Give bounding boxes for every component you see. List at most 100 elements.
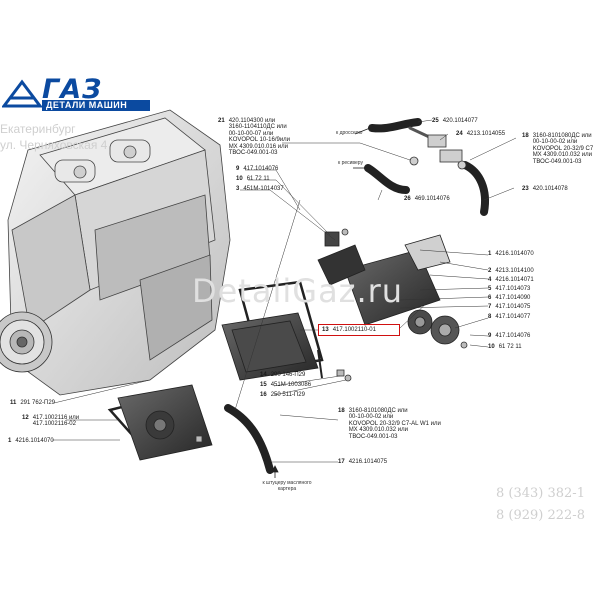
callout-text-line: 417.1014076 [495,333,531,339]
callout-number: 26 [404,196,411,202]
engine-block [7,109,231,396]
callout-number: 1 [488,251,492,257]
callout-number: 9 [488,333,492,339]
logo-subtitle: ДЕТАЛИ МАШИН [46,100,128,110]
callout-number: 12 [22,415,29,421]
callout-text-line: ТВОС-049.001-03 [228,150,278,157]
callout-number: 15 [260,382,267,388]
callout-text-line: 4216.1014075 [348,459,388,465]
callout-text-line: 4213.1014100 [495,268,534,274]
callout-number: 14 [260,372,267,378]
callout-text-line: 417.1014073 [495,286,531,292]
cover-lower [117,384,213,461]
flow-arrows [271,124,377,478]
callout-text-line: 3160-1104110ДС или [228,124,287,131]
callout-number: 4 [488,277,492,283]
callout-number: 11 [10,400,17,406]
callout-number: 24 [456,131,463,137]
callout-text-line: 3160-8101080ДС или [532,133,592,139]
callout-text-line: 4216.1014070 [15,438,54,444]
callout-text-line: 4216.1014071 [495,277,534,283]
logo-text: ГАЗ [42,74,103,105]
callout-number: 7 [488,304,492,310]
callout-number: 2 [488,268,492,274]
callout-number: 17 [338,459,345,465]
highlight-box [318,324,400,336]
hose-lower [224,404,274,474]
callout-number: 18 [522,133,529,139]
watermark-phone-1: 8 (343) 382-1 [496,486,585,501]
callout-text-line: 417.1014076 [243,166,279,172]
callout-text-line: 4213.1014055 [466,131,506,137]
callout-number: 13 [322,327,329,333]
callout-text-line: 417.1002116 или [32,415,80,421]
callout-number: 5 [488,286,492,292]
watermark-site: DetaliGaz.ru [192,272,404,310]
callout-text-line: 417.1014077 [495,314,531,320]
callout-number: 6 [488,295,492,301]
callout-text-line: МХ 4309.010.032 или [348,427,408,434]
small-parts [195,228,468,443]
callout-number: 25 [432,118,439,124]
crank-pulley [0,311,53,373]
callout-number: 10 [236,176,243,182]
callout-text-line: 4216.1014070 [495,251,534,257]
cover-upper [221,312,319,381]
watermark-city: Екатеринбург [0,122,76,136]
callout-text-line: KOVOPOL 20-32/9 С7 [532,145,594,152]
callout-text-line: 00-10-00-02 или [532,139,578,146]
gaz-emblem-icon [2,79,42,108]
callout-text-line: 417.1002116-02 [32,421,76,428]
callout-text-line: МХ 4309.010.016 или [228,143,288,150]
callout-text-line: 451М-1003086 [270,382,312,388]
callout-text-line: ТВОС-049.001-03 [348,433,398,440]
callout-number: 10 [488,344,495,350]
leader-lines [52,119,517,463]
arrow-label-intake: к дросселю [336,130,363,136]
callout-text-line: 417.1014075 [495,304,531,310]
callout-text-line: 290 146-П29 [270,372,306,378]
callout-text-line: 3160-8101080ДС или [348,408,408,414]
callout-text-line: KOVOPOL 10-16/9или [228,137,291,144]
callout-text-line: KOVOPOL 20-32/9 С7-AL W1 или [348,420,441,427]
callout-number: 23 [522,186,529,192]
gaz-logo: ГАЗ ДЕТАЛИ МАШИН [2,74,152,111]
callout-number: 3 [236,186,240,192]
callout-number: 8 [488,314,492,320]
callout-number: 21 [218,118,225,124]
logo-subtitle-bar: ДЕТАЛИ МАШИН [42,100,150,111]
callout-text-line: 00-10-00-02 или [348,414,394,421]
callout-text-line: 420.1014078 [532,186,568,192]
callout-text-line: 61 72 11 [498,344,522,350]
callout-number: 1 [8,438,12,444]
arrow-label-receiver: к ресиверу [338,160,364,166]
oil-separator-right [317,231,460,345]
callout-text-line: 417.1002110-01 [332,327,376,333]
callout-text-line: МХ 4309.010.032 или [532,152,592,159]
callout-text-line: 291 762-П29 [20,400,56,406]
callout-number: 16 [260,392,267,398]
